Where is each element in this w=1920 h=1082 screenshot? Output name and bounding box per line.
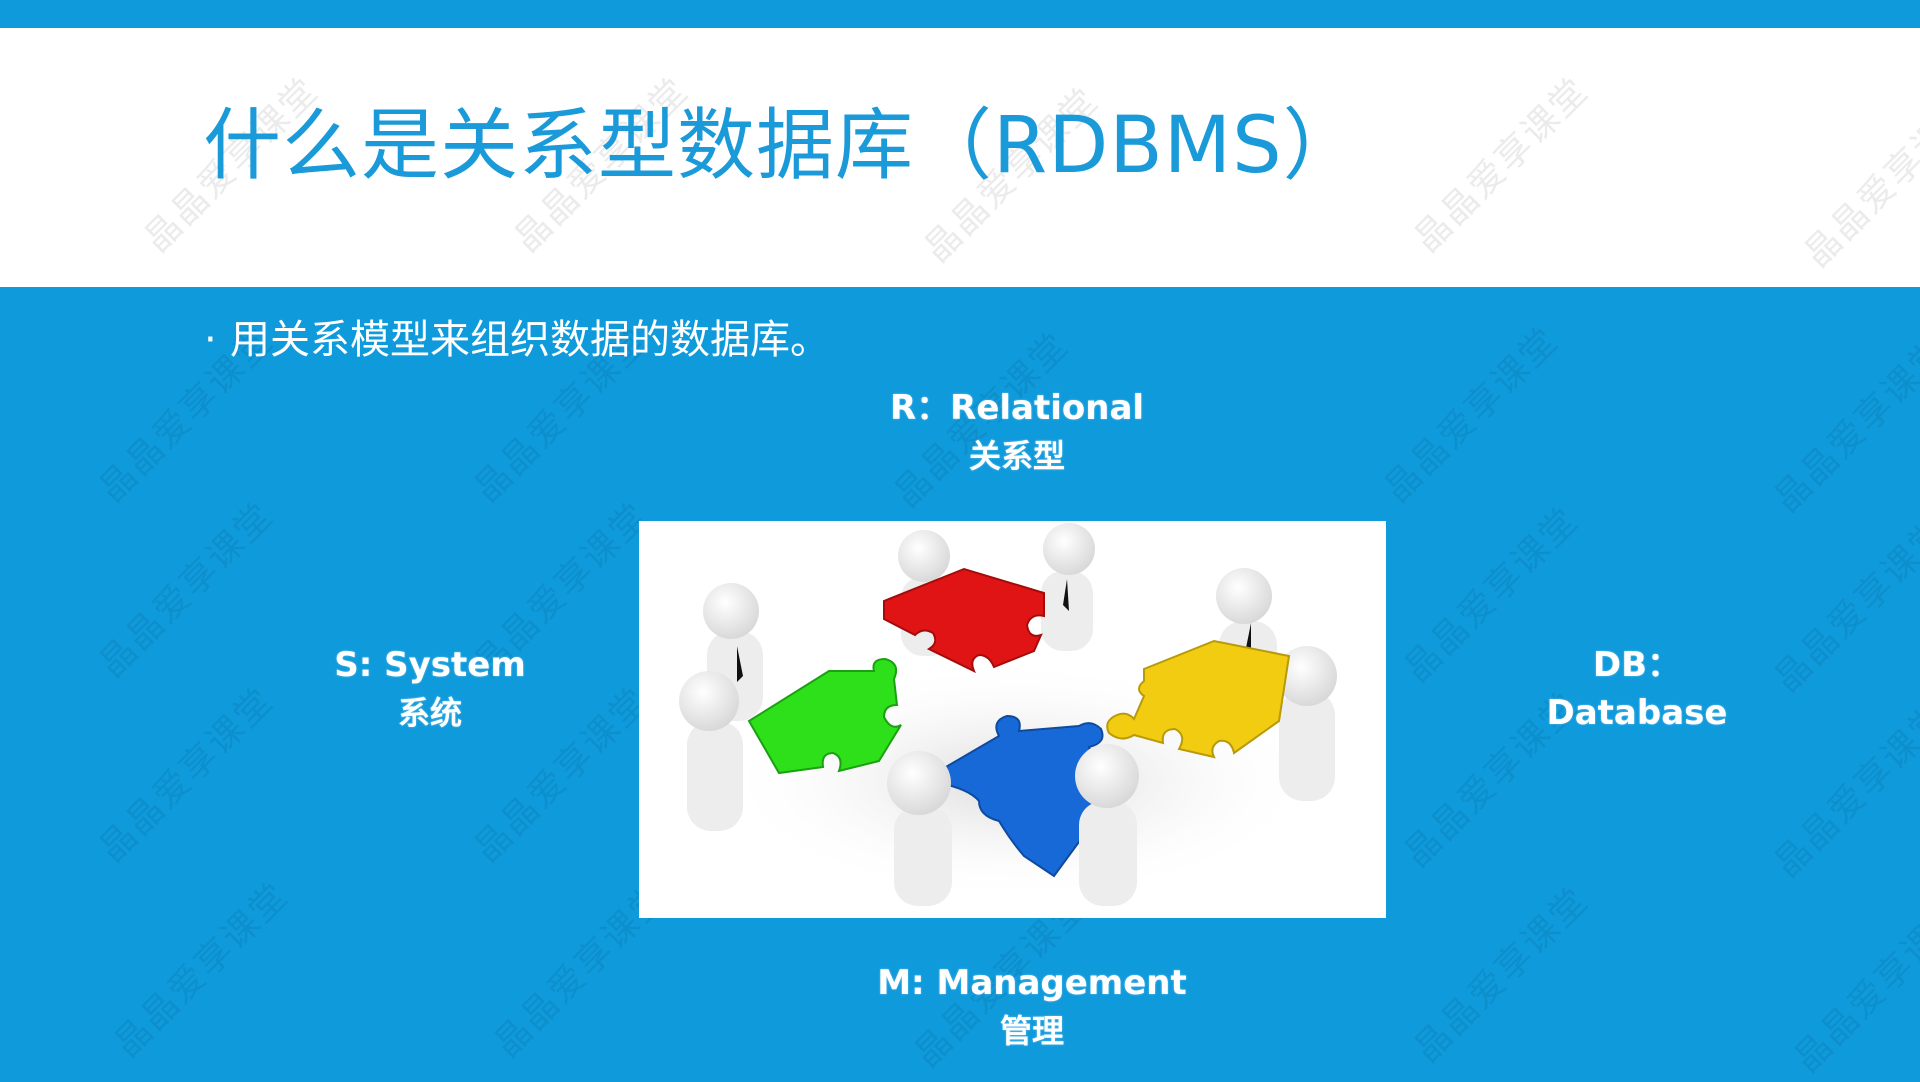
title-band [0,28,1920,287]
label-database-en: Database [1546,693,1728,733]
puzzle-icon [679,523,1337,906]
label-relational-en: R：Relational [889,388,1145,428]
label-system-cn: 系统 [397,694,462,732]
label-database: DB： Database [1487,641,1787,737]
bullet-item: · 用关系模型来组织数据的数据库。 [204,316,830,364]
label-database-abbr: DB： [1592,645,1682,685]
bullet-marker: · [204,317,217,363]
top-accent-bar [0,0,1920,28]
label-management-cn: 管理 [999,1012,1064,1050]
label-management: M: Management 管理 [832,959,1232,1055]
label-management-en: M: Management [877,963,1187,1003]
label-system-en: S: System [334,645,526,685]
label-system: S: System 系统 [280,641,580,737]
label-relational-cn: 关系型 [968,437,1065,475]
label-relational: R：Relational 关系型 [817,384,1217,480]
bullet-text: 用关系模型来组织数据的数据库。 [230,317,830,363]
teamwork-puzzle-illustration [639,521,1386,918]
slide-title: 什么是关系型数据库（RDBMS） [203,101,1362,191]
